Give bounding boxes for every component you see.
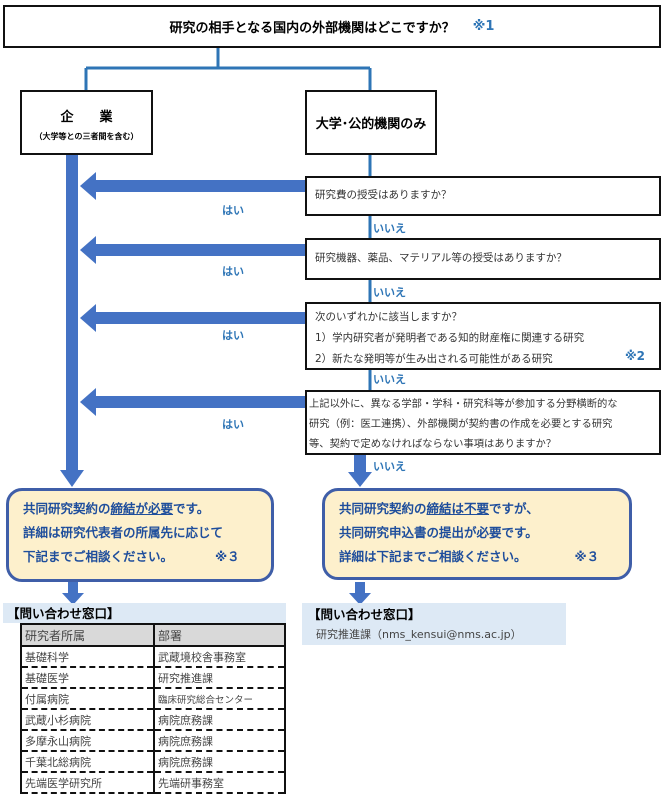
cell: 先端研事務室	[153, 772, 286, 794]
yes-down-arrow-head	[60, 470, 84, 487]
cell: 先端医学研究所	[20, 772, 155, 794]
table-row: 基礎医学研究推進課	[20, 667, 286, 689]
q3-line: 1）学内研究者が発明者である知的財産権に関連する研究	[315, 332, 585, 344]
result-text: 詳細は研究代表者の所属先に応じて	[23, 525, 224, 540]
company-label: 企 業	[60, 110, 113, 125]
q2-text: 研究機器、薬品、マテリアル等の授受はありますか？	[315, 252, 567, 264]
yes-arrow-2-head	[80, 236, 96, 264]
cell: 病院庶務課	[153, 709, 286, 731]
branch-university: 大学･公的機関のみ	[305, 90, 437, 155]
yes-label: はい	[222, 329, 244, 342]
yes-arrow-2	[96, 244, 306, 256]
result-text: 共同研究申込書の提出が必要です。	[339, 525, 538, 540]
question-4: 上記以外に、異なる学部・学科・研究科等が参加する分野横断的な 研究（例：医工連携…	[305, 390, 661, 455]
table-header: 研究者所属部署	[20, 623, 286, 647]
cell: 武蔵小杉病院	[20, 709, 155, 731]
left-contact-arrow	[68, 582, 78, 594]
company-sub: （大学等との三者間を含む）	[34, 132, 139, 141]
no-down-arrow-head	[348, 472, 372, 487]
yes-arrow-4-head	[80, 388, 96, 416]
table-row: 多摩永山病院病院庶務課	[20, 730, 286, 752]
yes-label: はい	[222, 204, 244, 217]
yes-arrow-4	[96, 396, 306, 408]
title-text: 研究の相手となる国内の外部機関はどこですか？	[169, 21, 455, 36]
left-contact-arrow-head	[62, 593, 84, 605]
result-text: ですが、	[489, 501, 539, 516]
branch-company: 企 業 （大学等との三者間を含む）	[20, 90, 153, 155]
q3-note: ※2	[624, 349, 645, 363]
cell: 多摩永山病院	[20, 730, 155, 752]
yes-arrow-3-head	[80, 304, 96, 332]
cell: 付属病院	[20, 688, 155, 710]
q3-line: 2）新たな発明等が生み出される可能性がある研究	[315, 353, 553, 365]
q4-line: 等、契約で定めなければならない事項はありますか？	[309, 438, 557, 450]
contact-header-text: 【問い合わせ窓口】	[308, 607, 421, 622]
cell: 基礎医学	[20, 667, 155, 689]
right-contact-box: 【問い合わせ窓口】 研究推進課（nms_kensui@nms.ac.jp）	[302, 603, 566, 645]
cell: 研究推進課	[153, 667, 286, 689]
cell: 千葉北総病院	[20, 751, 155, 773]
table-row: 基礎科学武蔵境校舎事務室	[20, 646, 286, 668]
result-text: です。	[173, 501, 210, 516]
right-contact-arrow-head	[349, 593, 371, 605]
cell: 武蔵境校舎事務室	[153, 646, 286, 668]
right-contact-arrow	[355, 582, 365, 594]
university-label: 大学･公的機関のみ	[315, 117, 427, 132]
q4-line: 上記以外に、異なる学部・学科・研究科等が参加する分野横断的な	[309, 398, 618, 410]
result-text: 下記までご相談ください。	[23, 549, 174, 564]
left-contact-header: 【問い合わせ窓口】	[3, 603, 286, 623]
no-label: いいえ	[373, 373, 406, 386]
q1-text: 研究費の授受はありますか？	[315, 189, 452, 201]
result-emphasis: 締結が必要	[110, 501, 174, 516]
question-title: 研究の相手となる国内の外部機関はどこですか？ ※1	[3, 5, 661, 48]
column-header: 部署	[153, 623, 286, 647]
result-note: ※３	[574, 549, 600, 564]
column-header: 研究者所属	[20, 623, 155, 647]
no-label: いいえ	[373, 222, 406, 235]
cell: 病院庶務課	[153, 730, 286, 752]
question-2: 研究機器、薬品、マテリアル等の授受はありますか？	[305, 238, 661, 280]
yes-arrow-1	[96, 180, 306, 192]
result-emphasis: 締結は不要	[426, 501, 490, 516]
cell: 病院庶務課	[153, 751, 286, 773]
yes-arrow-1-head	[80, 172, 96, 200]
result-contract-required: 共同研究契約の締結が必要です。 詳細は研究代表者の所属先に応じて 下記までご相談…	[6, 488, 274, 582]
result-text: 共同研究契約の	[339, 501, 427, 516]
branch-lines	[84, 48, 372, 90]
yes-down-arrow-shaft	[66, 155, 78, 471]
question-3: 次のいずれかに該当しますか？ 1）学内研究者が発明者である知的財産権に関連する研…	[305, 302, 661, 370]
yes-label: はい	[222, 265, 244, 278]
table-row: 千葉北総病院病院庶務課	[20, 751, 286, 773]
table-row: 付属病院臨床研究総合センター	[20, 688, 286, 710]
cell: 基礎科学	[20, 646, 155, 668]
contact-table: 研究者所属部署 基礎科学武蔵境校舎事務室 基礎医学研究推進課 付属病院臨床研究総…	[20, 623, 286, 794]
no-label: いいえ	[373, 460, 406, 473]
result-contract-not-required: 共同研究契約の締結は不要ですが、 共同研究申込書の提出が必要です。 詳細は下記ま…	[322, 488, 632, 580]
table-row: 先端医学研究所先端研事務室	[20, 772, 286, 794]
yes-label: はい	[222, 418, 244, 431]
result-note: ※３	[215, 549, 240, 564]
result-text: 共同研究契約の	[23, 501, 111, 516]
contact-header-text: 【問い合わせ窓口】	[7, 606, 120, 621]
result-text: 詳細は下記までご相談ください。	[339, 549, 527, 564]
no-down-arrow-shaft	[354, 455, 366, 473]
yes-arrow-3	[96, 312, 306, 324]
q3-line: 次のいずれかに該当しますか？	[315, 311, 462, 323]
cell: 臨床研究総合センター	[153, 688, 286, 710]
table-row: 武蔵小杉病院病院庶務課	[20, 709, 286, 731]
question-1: 研究費の授受はありますか？	[305, 176, 661, 216]
q4-line: 研究（例：医工連携）、外部機関が契約書の作成を必要とする研究	[309, 418, 613, 430]
title-note: ※1	[472, 19, 495, 34]
contact-email-text: 研究推進課（nms_kensui@nms.ac.jp）	[316, 628, 522, 641]
no-label: いいえ	[373, 286, 406, 299]
